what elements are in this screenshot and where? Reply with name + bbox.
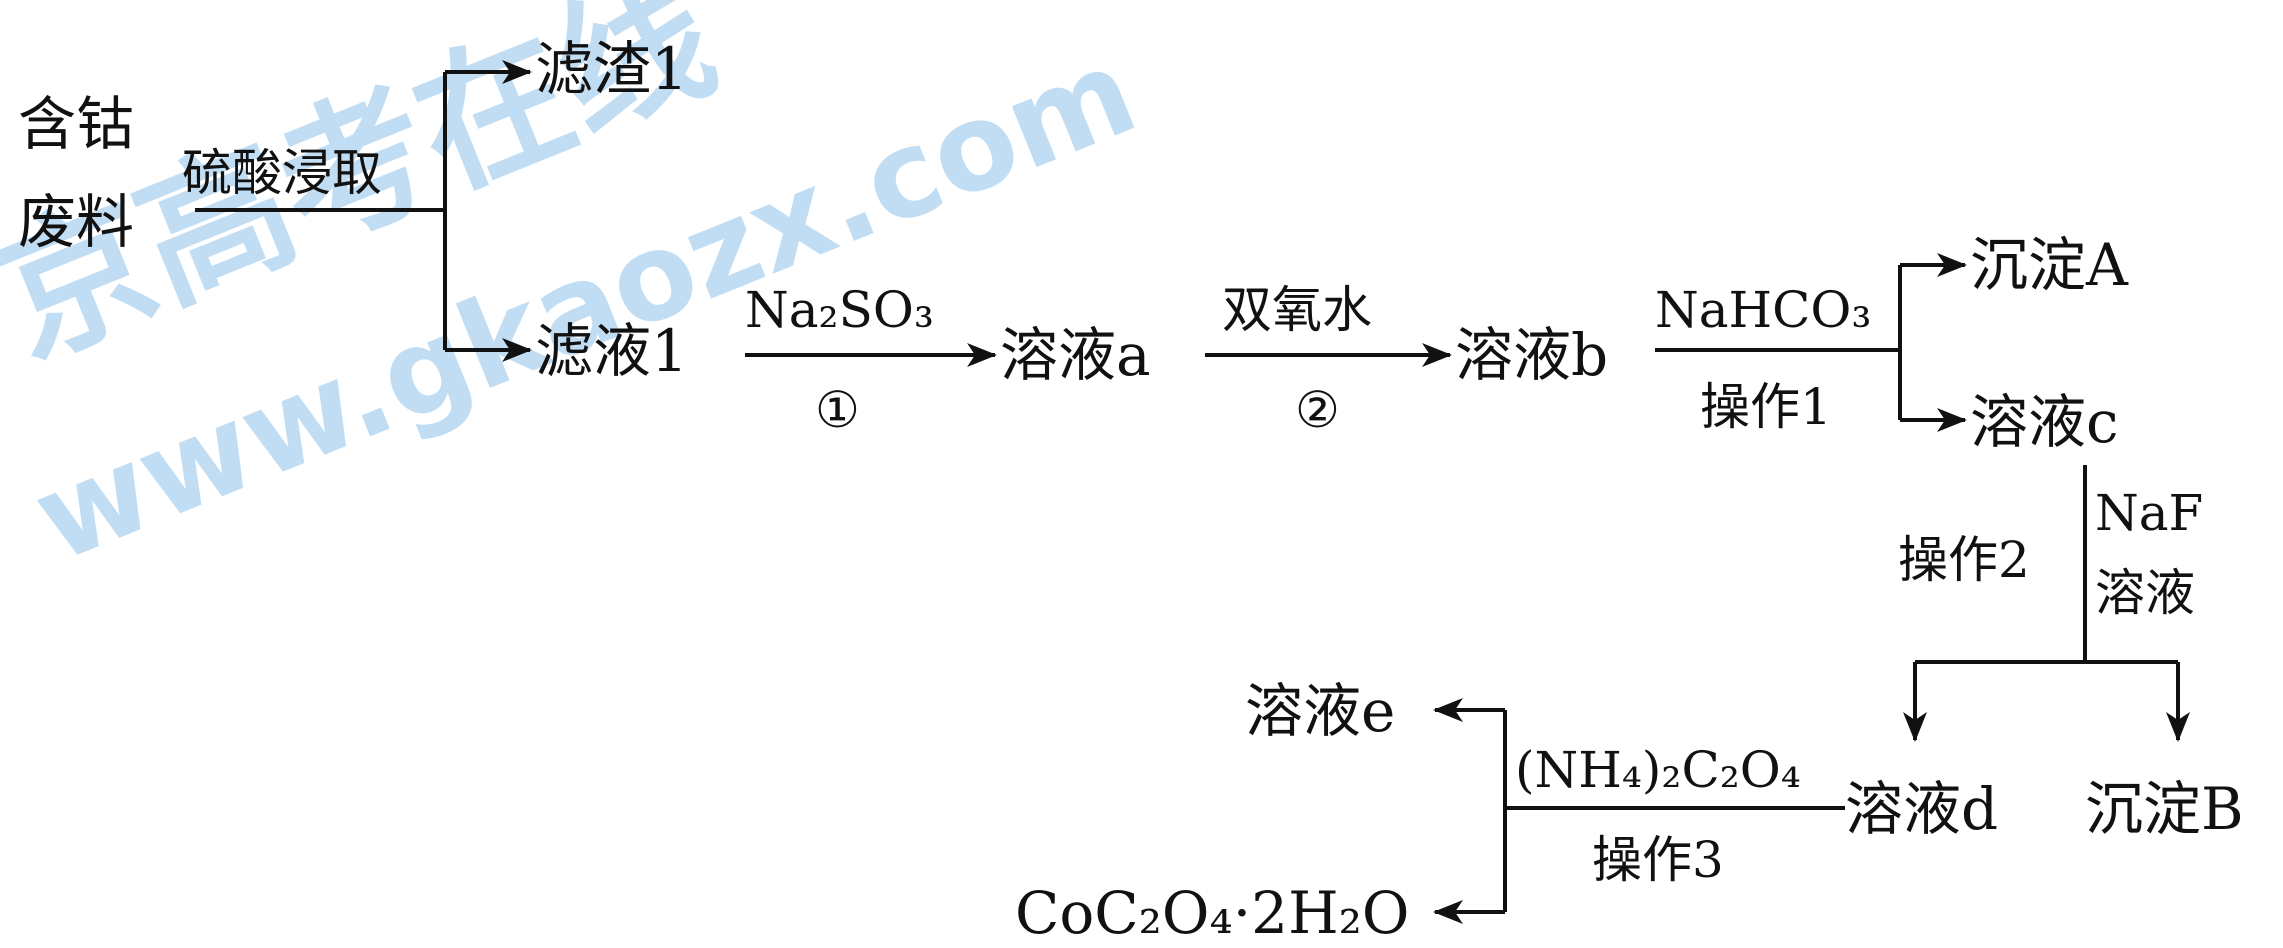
label-step-1: ① bbox=[815, 381, 860, 439]
node-raw-material-line-2: 废料 bbox=[18, 188, 135, 256]
node-solution-b: 溶液b bbox=[1455, 321, 1609, 389]
label-reagent-5: (NH₄)₂C₂O₄ bbox=[1515, 741, 1801, 799]
label-operation-2: 操作2 bbox=[1898, 531, 2030, 589]
node-precipitate-a: 沉淀A bbox=[1970, 231, 2128, 299]
label-operation-1: 操作1 bbox=[1700, 378, 1832, 436]
label-leach: 硫酸浸取 bbox=[182, 144, 382, 202]
node-solution-d: 溶液d bbox=[1845, 775, 1999, 843]
node-solution-c: 溶液c bbox=[1970, 388, 2119, 456]
label-reagent-3: NaHCO₃ bbox=[1655, 281, 1872, 339]
node-precipitate-b: 沉淀B bbox=[2085, 775, 2244, 843]
label-operation-3: 操作3 bbox=[1592, 831, 1724, 889]
label-step-2: ② bbox=[1295, 381, 1340, 439]
node-raw-material-line-1: 含钴 bbox=[18, 90, 135, 158]
node-residue-1: 滤渣1 bbox=[535, 35, 688, 103]
label-reagent-1: Na₂SO₃ bbox=[745, 281, 934, 339]
node-filtrate-1: 滤液1 bbox=[535, 317, 688, 385]
node-solution-e: 溶液e bbox=[1245, 677, 1396, 745]
node-product: CoC₂O₄·2H₂O bbox=[1015, 879, 1410, 947]
node-solution-a: 溶液a bbox=[1000, 321, 1151, 389]
label-reagent-4-line-1: NaF bbox=[2095, 484, 2204, 542]
label-reagent-2: 双氧水 bbox=[1222, 281, 1372, 339]
label-reagent-4-line-2: 溶液 bbox=[2095, 564, 2195, 622]
